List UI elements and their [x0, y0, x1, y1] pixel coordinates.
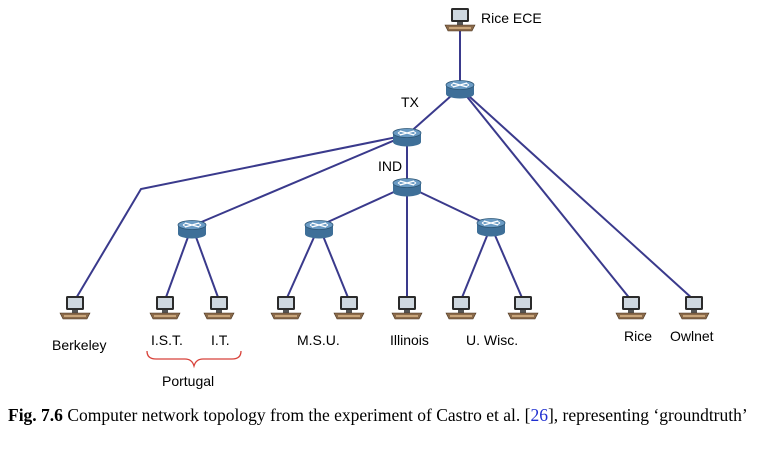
citation-link[interactable]: 26 [530, 405, 548, 425]
router-ind-icon [392, 177, 422, 198]
host-berkeley-icon [59, 295, 91, 320]
host-uwisc-right-icon [507, 295, 539, 320]
link-uwisc-left [460, 225, 492, 301]
portugal-bracket [146, 350, 242, 369]
label-owlnet: Owlnet [670, 328, 714, 344]
router-tx-icon [392, 127, 422, 148]
caption-text-2: ], representing ‘groundtruth’ [547, 405, 748, 425]
figure-number: Fig. 7.6 [8, 405, 63, 425]
host-owlnet-icon [678, 295, 710, 320]
network-links [74, 28, 695, 301]
link-txtop-owlnet [459, 87, 695, 301]
router-msu-icon [304, 219, 334, 240]
host-uwisc-left-icon [445, 295, 477, 320]
label-portugal: Portugal [162, 373, 214, 389]
host-it-icon [203, 295, 235, 320]
label-router-ind: IND [378, 158, 402, 174]
host-rice-ece-icon [444, 7, 476, 32]
link-tx-portugal [191, 134, 408, 227]
link-portugal-it [191, 225, 220, 301]
label-berkeley: Berkeley [52, 337, 106, 353]
host-ist-icon [149, 295, 181, 320]
host-msu-left-icon [270, 295, 302, 320]
host-illinois-icon [391, 295, 423, 320]
label-rice: Rice [624, 328, 652, 344]
link-portugal-ist [164, 225, 193, 301]
link-ind-uwisc [406, 185, 492, 227]
link-msu-left [285, 225, 320, 301]
host-msu-right-icon [333, 295, 365, 320]
host-rice-icon [615, 295, 647, 320]
label-router-tx: TX [401, 94, 420, 110]
label-ist: I.S.T. [151, 332, 183, 348]
label-rice-ece: Rice ECE [481, 10, 542, 26]
label-uwisc: U. Wisc. [466, 332, 518, 348]
router-tx-top-icon [445, 79, 475, 100]
link-uwisc-right [490, 225, 524, 301]
link-ind-msu [318, 185, 408, 227]
caption-text-1: Computer network topology from the exper… [62, 405, 531, 425]
label-illinois: Illinois [390, 332, 429, 348]
label-it: I.T. [211, 332, 230, 348]
network-topology-diagram: Rice ECE TX IND Berkeley I.S.T. I.T. M.S… [52, 7, 714, 389]
router-portugal-icon [177, 219, 207, 240]
label-msu: M.S.U. [297, 332, 340, 348]
link-txtop-rice [459, 87, 632, 301]
router-uwisc-icon [476, 217, 506, 238]
figure-caption: Fig. 7.6 Computer network topology from … [8, 404, 760, 426]
link-msu-right [318, 225, 350, 301]
link-tx-berkeley [74, 134, 408, 301]
